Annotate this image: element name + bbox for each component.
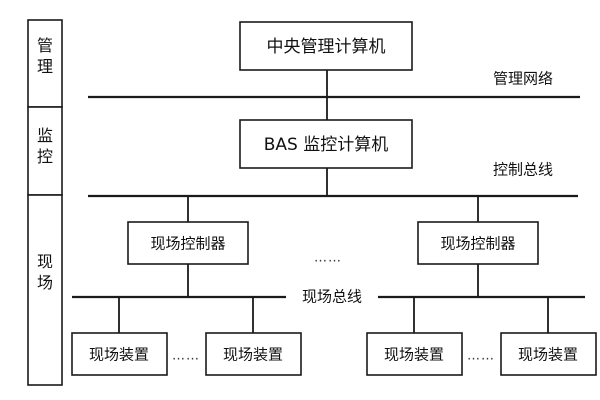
tier-label-field-char1: 现场 — [37, 252, 53, 292]
bus-field-bus-label: 现场总线 — [302, 288, 362, 306]
node-field-controller-right-box[interactable] — [417, 221, 539, 265]
tier-label-management-char1: 管理 — [37, 36, 53, 76]
bus-field-bus: 现场总线 — [72, 288, 585, 306]
tier-cell-field: 现场 — [27, 194, 63, 386]
node-field-device-4[interactable]: 现场装置 — [500, 332, 597, 376]
node-bas-computer[interactable]: BAS 监控计算机 — [239, 119, 413, 169]
node-field-controller-left[interactable]: 现场控制器 — [127, 221, 249, 265]
bus-control-bus-label: 控制总线 — [493, 161, 553, 179]
tier-label-supervision-char1: 监控 — [37, 126, 53, 166]
tier-cell-supervision-box — [27, 106, 63, 196]
node-central-computer-box[interactable] — [239, 21, 413, 71]
node-field-controller-left-box[interactable] — [127, 221, 249, 265]
node-central-computer[interactable]: 中央管理计算机 — [239, 21, 413, 71]
ellipsis-markers: …… …… …… — [172, 251, 495, 364]
bus-management-network: 管理网络 — [88, 70, 580, 99]
tier-cell-field-box — [27, 194, 63, 386]
ellipsis-controllers: …… — [314, 251, 342, 266]
node-field-device-1-box[interactable] — [71, 332, 168, 376]
bus-control-bus: 控制总线 — [88, 161, 578, 198]
node-bas-computer-box[interactable] — [239, 119, 413, 169]
ellipsis-devices-left: …… — [172, 349, 200, 364]
bus-management-network-label: 管理网络 — [493, 70, 553, 88]
node-field-device-2[interactable]: 现场装置 — [205, 332, 302, 376]
node-field-device-2-box[interactable] — [205, 332, 302, 376]
node-central-computer-label: 中央管理计算机 — [267, 37, 386, 57]
ellipsis-devices-right: …… — [467, 349, 495, 364]
node-field-device-1-label: 现场装置 — [89, 346, 149, 364]
node-field-device-3-label: 现场装置 — [384, 346, 444, 364]
node-field-device-2-label: 现场装置 — [223, 346, 283, 364]
tier-cell-management: 管理 — [27, 19, 63, 108]
connector-lines — [118, 70, 549, 333]
node-field-device-1[interactable]: 现场装置 — [71, 332, 168, 376]
tier-column: 管理 监控 现场 — [27, 19, 63, 386]
node-field-device-4-box[interactable] — [500, 332, 597, 376]
node-field-controller-left-label: 现场控制器 — [150, 235, 225, 253]
node-field-device-4-label: 现场装置 — [518, 346, 578, 364]
node-field-device-3-box[interactable] — [366, 332, 463, 376]
tier-cell-management-box — [27, 19, 63, 108]
node-bas-computer-label: BAS 监控计算机 — [264, 135, 389, 155]
tier-cell-supervision: 监控 — [27, 106, 63, 196]
node-field-controller-right-label: 现场控制器 — [440, 235, 515, 253]
node-field-controller-right[interactable]: 现场控制器 — [417, 221, 539, 265]
node-field-device-3[interactable]: 现场装置 — [366, 332, 463, 376]
